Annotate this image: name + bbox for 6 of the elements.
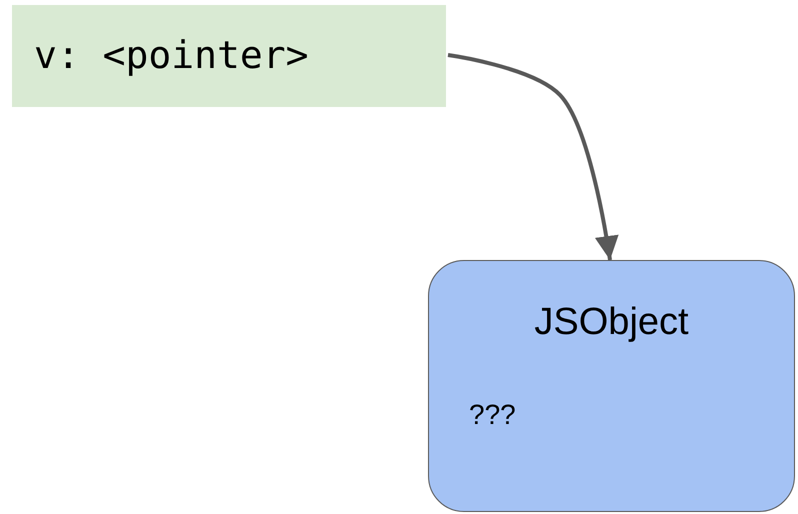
- arrow: [448, 53, 618, 260]
- object-body-text: ???: [469, 399, 516, 431]
- variable-label: v: <pointer>: [34, 33, 309, 77]
- variable-box: [12, 5, 446, 107]
- object-title: JSObject: [533, 301, 690, 344]
- object-box: [428, 260, 795, 512]
